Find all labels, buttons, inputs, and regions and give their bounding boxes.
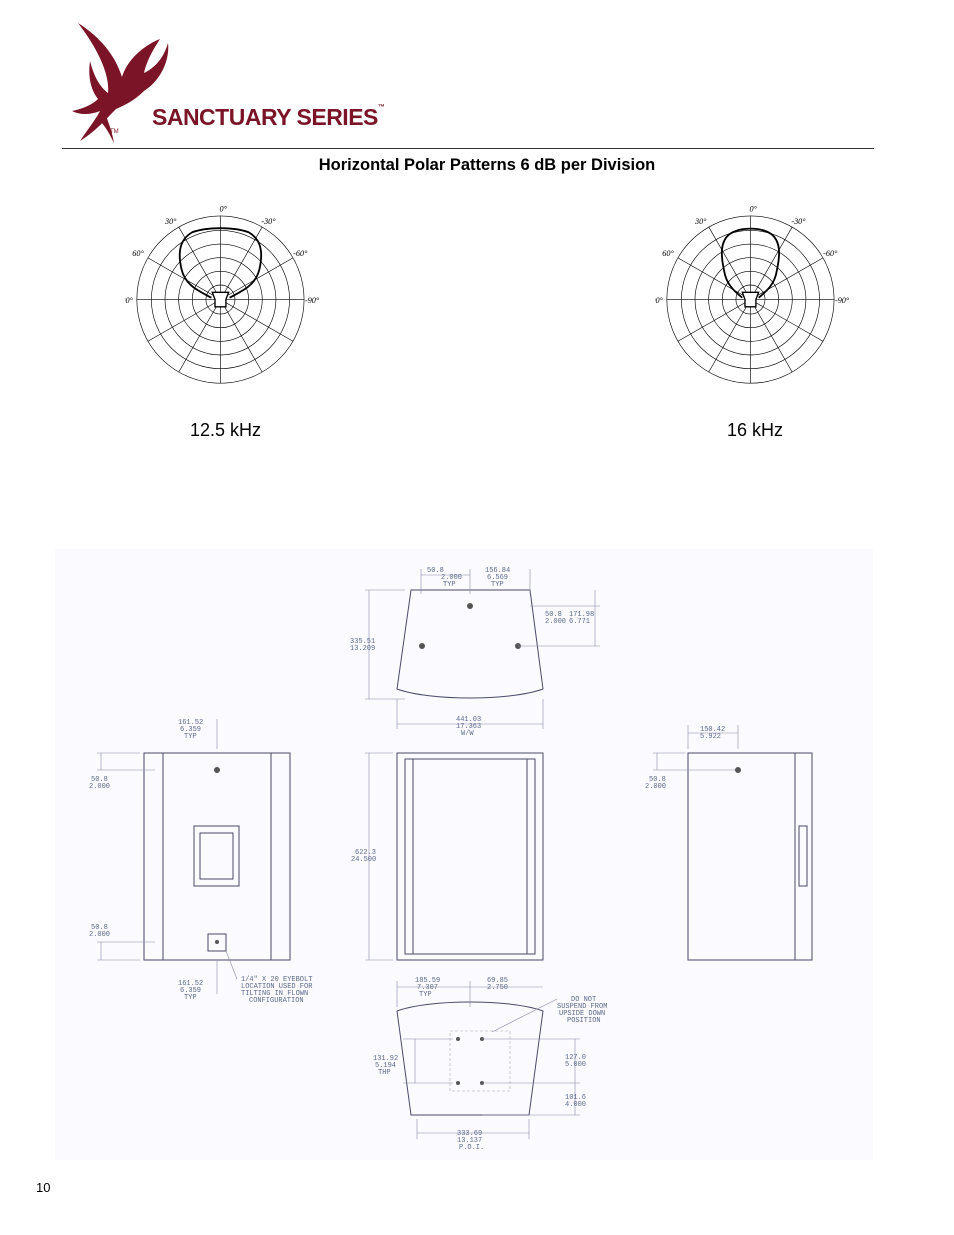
dim-text: 171.98	[569, 611, 594, 619]
dim-text: 4.000	[565, 1101, 586, 1109]
horn-glyph	[211, 291, 230, 308]
dim-text: 7.307	[417, 984, 438, 992]
note-text: DO NOT	[571, 996, 596, 1004]
top-view: 50.8 2.000 TYP 156.84 6.569 TYP 50.8 2.0…	[350, 567, 600, 738]
note-text: POSITION	[567, 1017, 601, 1025]
angle-90: 90°	[655, 296, 664, 305]
dim-text: 13.209	[350, 645, 375, 653]
angle-neg90: -90°	[835, 296, 850, 305]
dim-text: TYP	[443, 581, 456, 589]
dim-text: TYP	[491, 581, 504, 589]
page-number: 10	[36, 1180, 51, 1195]
dim-text: 5.922	[700, 733, 721, 741]
left-side-view: 161.52 6.359 TYP 50.8 2.000 50.8 2.000 1…	[89, 719, 313, 1005]
dim-text: TYP	[419, 991, 432, 999]
dim-text: 161.52	[178, 719, 203, 727]
angle-30: 30°	[694, 217, 707, 226]
dim-text: 6.569	[487, 574, 508, 582]
polar-curve	[720, 227, 780, 299]
header-rule	[62, 148, 874, 149]
dim-text: 50.8	[427, 567, 444, 575]
dim-text: 6.359	[180, 726, 201, 734]
note-text: LOCATION USED FOR	[241, 983, 313, 991]
rigging-point	[467, 603, 473, 609]
bottom-view: 185.59 7.307 TYP 69.85 2.750 DO NOT SUSP…	[373, 977, 607, 1152]
angle-neg60: -60°	[293, 249, 308, 258]
polar-freq-label-2: 16 kHz	[727, 420, 784, 440]
dim-text: 441.03	[456, 716, 481, 724]
angle-neg30: -30°	[261, 217, 276, 226]
polar-chart-16k: 0° 30° -30° 60° -60° 90° -90°	[655, 204, 850, 384]
angle-neg60: -60°	[823, 249, 838, 258]
angle-30: 30°	[164, 217, 177, 226]
dim-text: 150.42	[700, 726, 725, 734]
dim-text: 161.52	[178, 980, 203, 988]
dove-logo	[72, 23, 169, 143]
dim-text: 335.51	[350, 638, 375, 646]
note-text: TILTING IN FLOWN	[241, 990, 308, 998]
dim-text: 2.000	[89, 931, 110, 939]
dim-text: 2.000	[441, 574, 462, 582]
dim-text: 127.0	[565, 1054, 586, 1062]
dim-text: 6.359	[180, 987, 201, 995]
angle-60: 60°	[662, 249, 674, 258]
dim-text: 50.8	[91, 776, 108, 784]
angle-60: 60°	[132, 249, 144, 258]
dim-text: THP	[378, 1069, 391, 1077]
dim-text: 24.500	[351, 856, 376, 864]
angle-0: 0°	[220, 204, 228, 213]
dim-text: 2.000	[645, 783, 666, 791]
angle-neg30: -30°	[791, 217, 806, 226]
note-text: CONFIGURATION	[249, 997, 304, 1005]
dim-text: 101.6	[565, 1094, 586, 1102]
dim-text: P.O.I.	[459, 1144, 484, 1152]
polar-freq-label-1: 12.5 kHz	[190, 420, 262, 440]
angle-neg90: -90°	[305, 296, 320, 305]
dim-text: 5.000	[565, 1061, 586, 1069]
angle-0: 0°	[750, 204, 758, 213]
logo-trademark: TM	[110, 129, 119, 135]
polar-curve	[178, 227, 263, 299]
note-text: 1/4" X 20 EYEBOLT	[241, 976, 312, 984]
dim-text: 2.750	[487, 984, 508, 992]
dim-text: 622.3	[355, 849, 376, 857]
dim-text: 13.137	[457, 1137, 482, 1145]
cabinet-dimension-drawing: 50.8 2.000 TYP 156.84 6.569 TYP 50.8 2.0…	[55, 549, 873, 1160]
horn-glyph	[741, 291, 760, 308]
dim-text: 185.59	[415, 977, 440, 985]
dim-text: 17.363	[456, 723, 481, 731]
front-view: 622.3 24.500	[351, 752, 544, 961]
note-text: UPSIDE DOWN	[559, 1010, 605, 1018]
brand-trademark: ™	[377, 104, 385, 111]
dim-text: 5.194	[375, 1062, 396, 1070]
dim-text: 69.85	[487, 977, 508, 985]
dim-text: TYP	[184, 994, 197, 1002]
note-text: SUSPEND FROM	[557, 1003, 607, 1011]
dim-text: 2.000	[545, 618, 566, 626]
dim-text: 6.771	[569, 618, 590, 626]
section-title: Horizontal Polar Patterns 6 dB per Divis…	[318, 156, 656, 174]
dim-text: W/W	[461, 730, 474, 738]
dim-text: TYP	[184, 733, 197, 741]
dim-text: 131.92	[373, 1055, 398, 1063]
dim-text: 50.8	[545, 611, 562, 619]
dim-text: 2.000	[89, 783, 110, 791]
dim-text: 156.84	[485, 567, 510, 575]
rigging-point	[419, 643, 425, 649]
dim-text: 333.69	[457, 1130, 482, 1138]
angle-90: 90°	[125, 296, 134, 305]
dim-text: 50.8	[649, 776, 666, 784]
dim-text: 50.8	[91, 924, 108, 932]
polar-chart-12k5: 0° 30° -30° 60° -60° 90° -90°	[125, 204, 320, 384]
right-side-view: 150.42 5.922 50.8 2.000	[645, 725, 813, 961]
brand-name: SANCTUARY SERIES™	[152, 104, 385, 130]
